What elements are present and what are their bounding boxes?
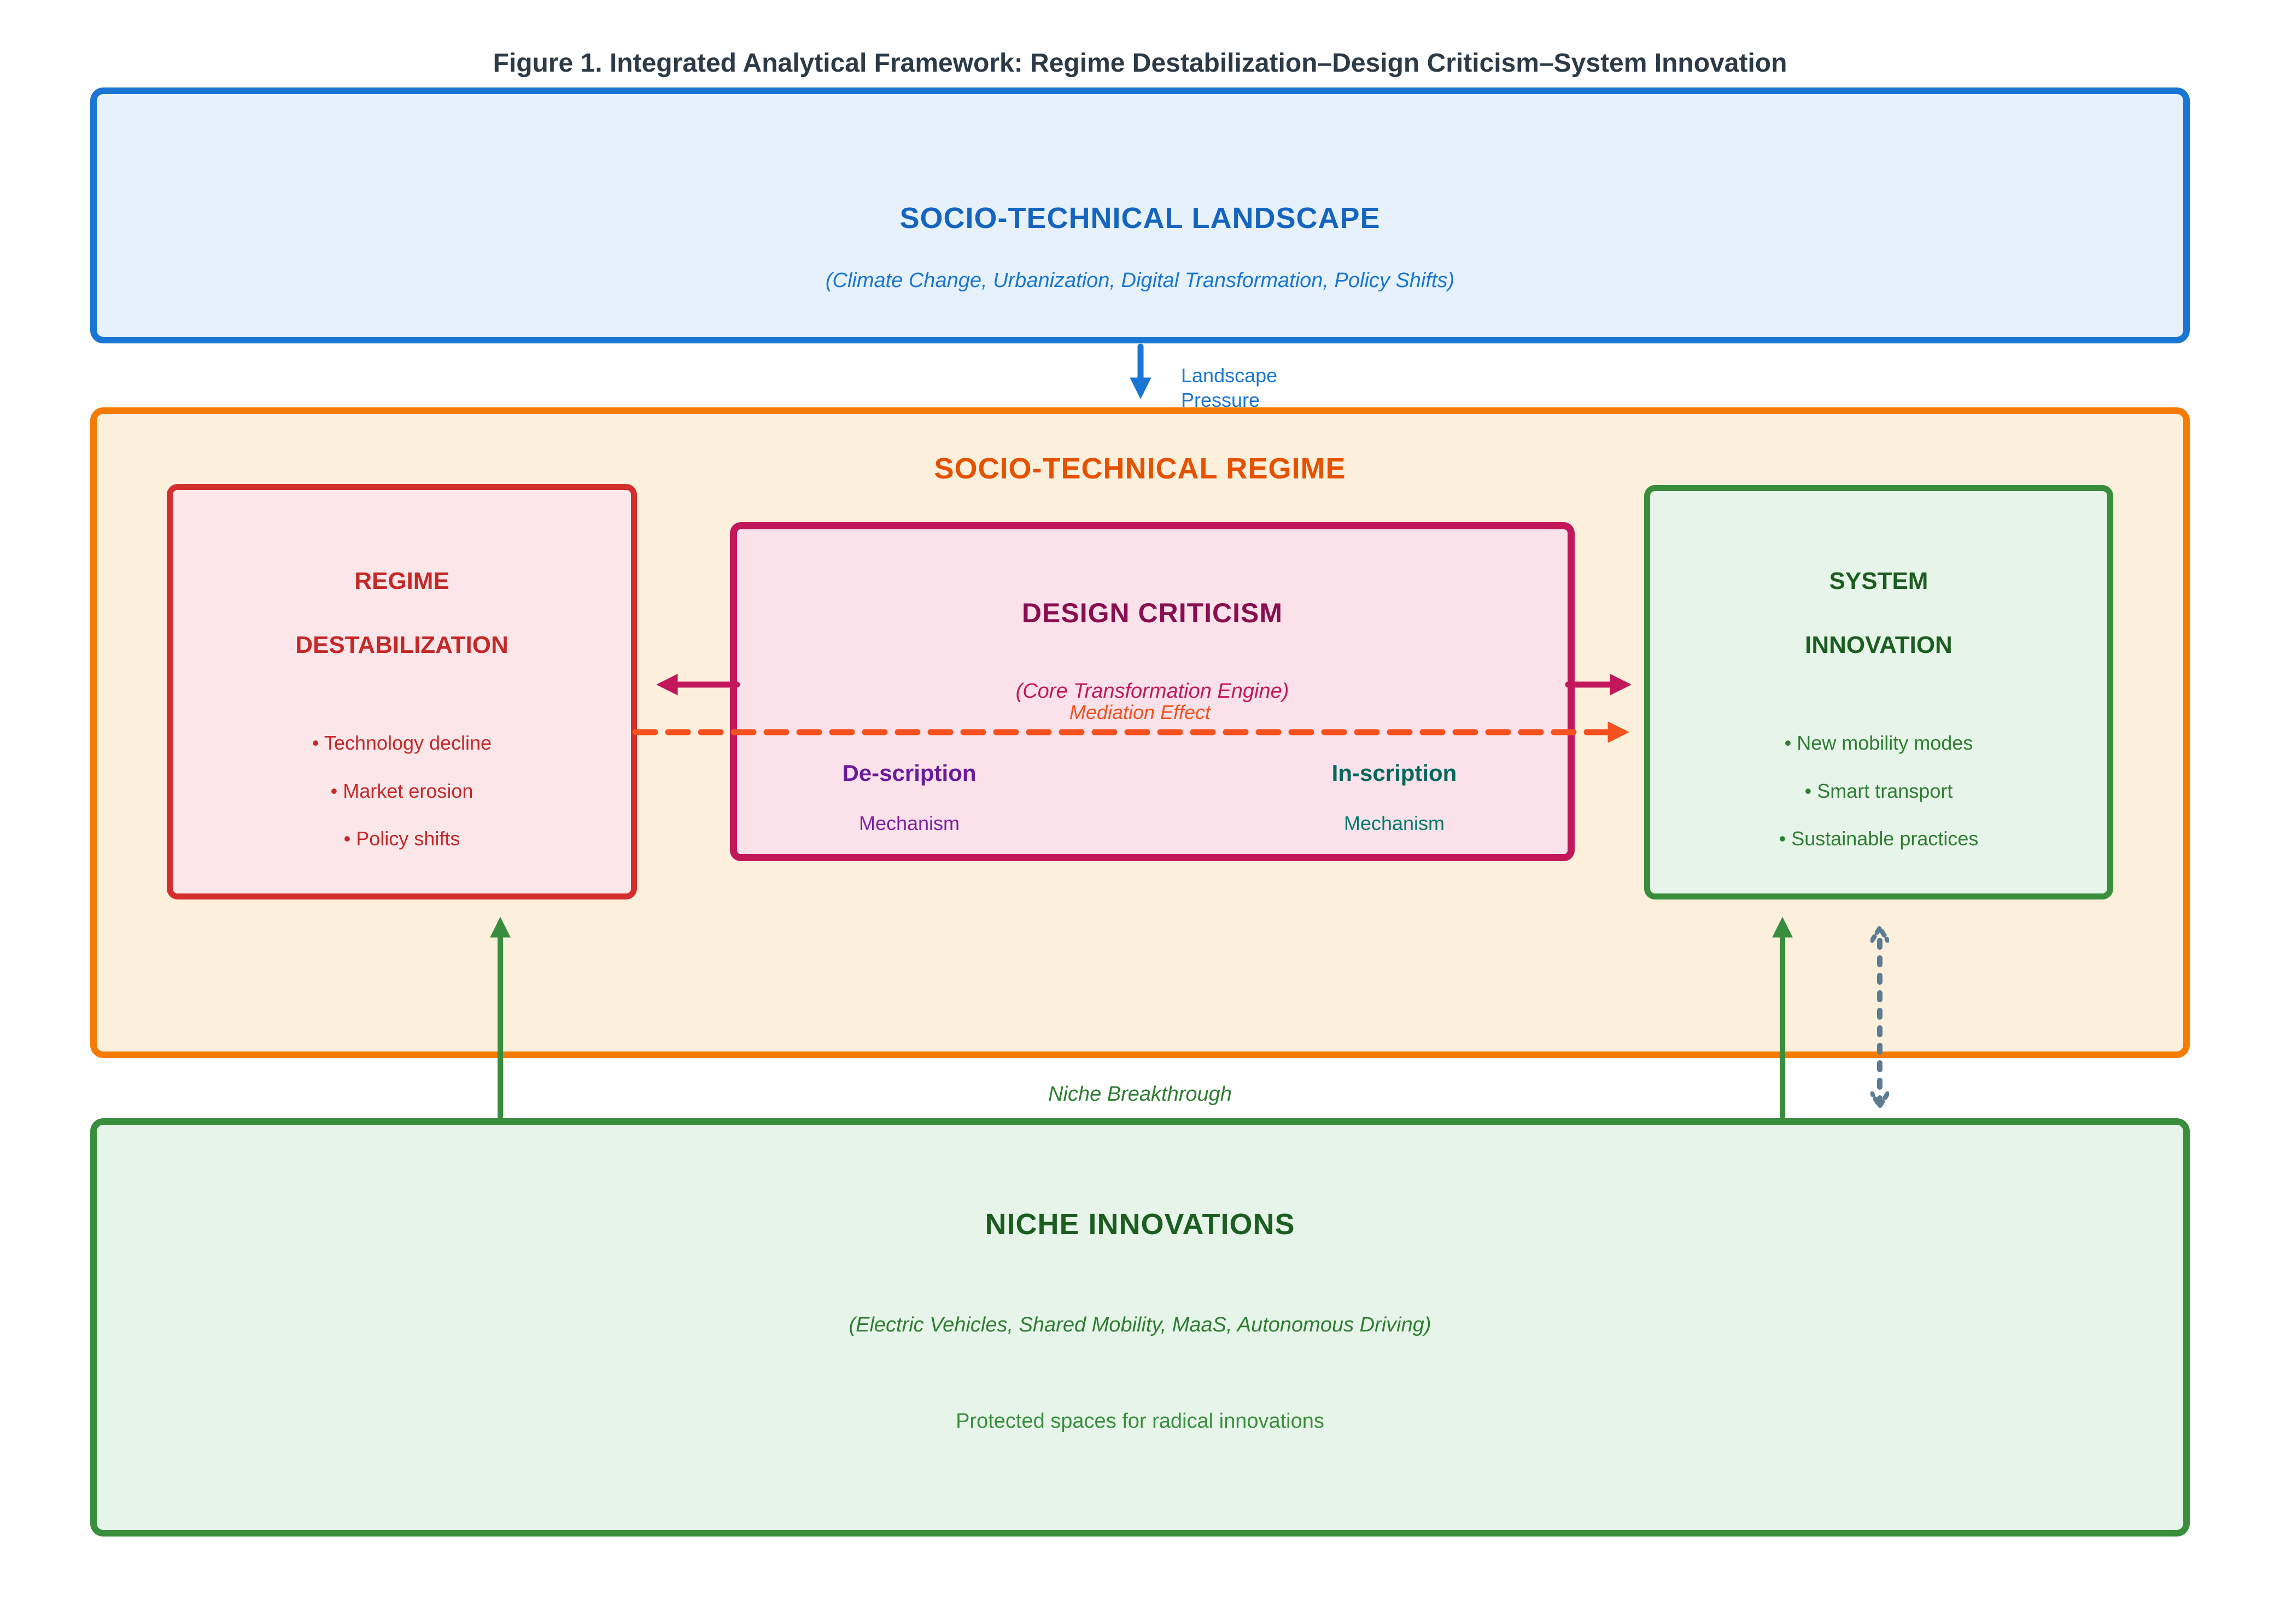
de-scription-label: De-scription xyxy=(842,760,977,786)
destabilization-bullet: • Policy shifts xyxy=(343,827,460,850)
innovation-title-line1: SYSTEM xyxy=(1829,568,1928,594)
in-scription-mechanism-label: Mechanism xyxy=(1343,812,1445,834)
system-innovation-box xyxy=(1644,485,2113,899)
niche-body-text: Protected spaces for radical innovations xyxy=(956,1410,1324,1433)
socio-technical-landscape-box xyxy=(90,87,2190,343)
landscape-pressure-line1: Landscape xyxy=(1181,364,1278,387)
landscape-subtitle: (Climate Change, Urbanization, Digital T… xyxy=(825,269,1455,292)
design-criticism-subtitle: (Core Transformation Engine) xyxy=(1015,680,1289,703)
niche-title: NICHE INNOVATIONS xyxy=(985,1208,1295,1241)
destabilization-title-line1: REGIME xyxy=(354,568,449,594)
niche-subtitle: (Electric Vehicles, Shared Mobility, Maa… xyxy=(849,1313,1431,1336)
mediation-effect-label: Mediation Effect xyxy=(1069,701,1211,723)
in-scription-label: In-scription xyxy=(1331,760,1457,786)
design-criticism-title: DESIGN CRITICISM xyxy=(1021,598,1283,628)
destabilization-bullet: • Technology decline xyxy=(312,732,492,754)
niche-breakthrough-label: Niche Breakthrough xyxy=(1048,1083,1232,1106)
niche-innovations-box xyxy=(90,1118,2190,1537)
innovation-bullet: • Smart transport xyxy=(1804,780,1953,802)
destabilization-bullet: • Market erosion xyxy=(330,780,473,802)
landscape-title: SOCIO-TECHNICAL LANDSCAPE xyxy=(899,202,1381,235)
innovation-bullet: • New mobility modes xyxy=(1784,732,1973,754)
innovation-title-line2: INNOVATION xyxy=(1805,632,1952,658)
innovation-bullet: • Sustainable practices xyxy=(1779,827,1979,850)
destabilization-title-line2: DESTABILIZATION xyxy=(295,632,508,658)
de-scription-mechanism-label: Mechanism xyxy=(858,812,960,834)
design-criticism-box xyxy=(730,522,1575,861)
regime-title: SOCIO-TECHNICAL REGIME xyxy=(934,452,1346,485)
figure-title: Figure 1. Integrated Analytical Framewor… xyxy=(493,49,1787,78)
landscape-pressure-label: Landscape Pressure xyxy=(1181,363,1454,412)
regime-destabilization-box xyxy=(167,484,637,899)
